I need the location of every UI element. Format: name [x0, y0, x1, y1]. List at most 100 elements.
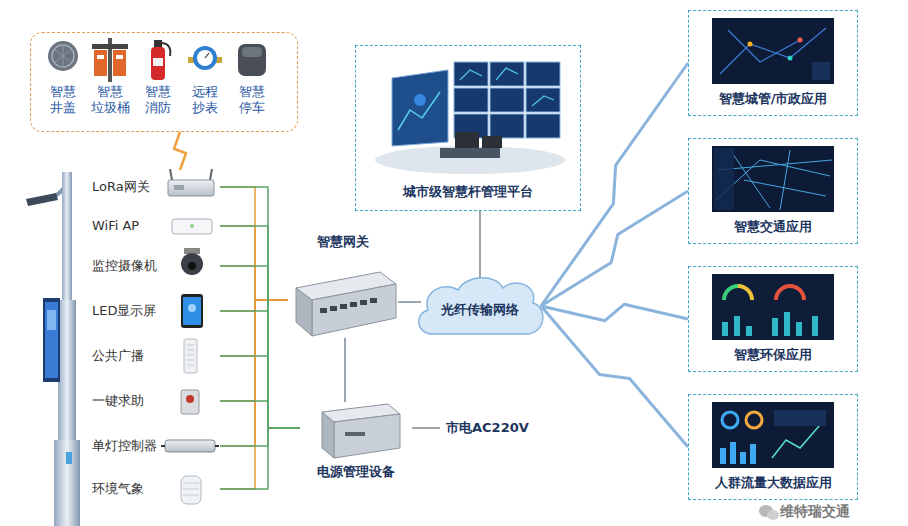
crowd-app-screen — [740, 452, 746, 464]
parking-sensor-icon — [238, 44, 266, 76]
platform-illustration — [375, 146, 565, 174]
node-label: 智慧网关 — [317, 234, 369, 250]
node-label: 智慧交通应用 — [734, 219, 812, 235]
city-app-screen — [812, 62, 830, 80]
power-device: 电源管理设备 — [300, 402, 412, 482]
environment-app-screen — [746, 326, 752, 336]
mains-leader — [412, 427, 440, 428]
app-box: 智慧城管/市政应用 — [688, 10, 858, 116]
node-label: 智慧环保应用 — [734, 347, 812, 363]
platform-illustration — [454, 88, 488, 112]
node-label: 光纤传输网络 — [441, 302, 519, 318]
environment-app-screen — [722, 312, 818, 336]
environment-app-screen — [734, 316, 740, 336]
crowd-app-screen — [722, 412, 738, 428]
gateway-device — [296, 272, 396, 336]
connector — [220, 401, 300, 428]
crowd-app-screen — [712, 402, 834, 468]
iot-item: 智慧 消防 — [136, 84, 180, 122]
device-item: 单灯控制器 — [88, 429, 220, 463]
node-label: 智慧 垃圾桶 — [88, 84, 132, 115]
city-app-screen — [748, 42, 753, 47]
connector — [220, 356, 300, 428]
platform-illustration — [526, 114, 560, 138]
smart-pole — [43, 298, 60, 382]
node-label: LoRa网关 — [92, 179, 150, 195]
crowd-app-screen — [712, 402, 834, 468]
connector — [479, 211, 481, 280]
extinguisher-icon — [153, 58, 163, 66]
trash-bin-icon — [92, 38, 128, 82]
platform-illustration — [455, 132, 479, 148]
device-item: LED显示屏 — [88, 294, 220, 328]
connector — [220, 226, 300, 428]
weather-station-icon — [181, 476, 201, 504]
node-label: 一键求助 — [92, 393, 144, 409]
platform-illustration — [490, 114, 524, 138]
traffic-app-screen — [712, 146, 834, 212]
gateway-device — [330, 306, 337, 311]
iot-item: 智慧 停车 — [230, 84, 274, 122]
fiber-cloud: 光纤传输网络 — [413, 272, 547, 340]
extinguisher-icon — [151, 40, 170, 80]
environment-app-screen — [722, 322, 728, 336]
environment-app-screen — [812, 316, 818, 336]
weather-station-icon — [181, 476, 201, 504]
traffic-app-screen — [714, 148, 734, 210]
node-label: LED显示屏 — [92, 303, 156, 319]
lora-gateway-icon — [174, 185, 184, 190]
node-label: 智慧 消防 — [136, 84, 180, 115]
connector — [220, 300, 288, 401]
city-app-screen — [712, 18, 834, 84]
speaker-icon — [184, 339, 197, 373]
led-screen-icon — [181, 294, 203, 328]
environment-app-screen — [784, 312, 790, 336]
node-label: 环境气象 — [92, 481, 144, 497]
node-label: 单灯控制器 — [92, 438, 157, 454]
node-label: WiFi AP — [92, 218, 139, 234]
trash-bin-icon — [97, 55, 104, 59]
platform-illustration — [454, 62, 488, 86]
gateway-device — [360, 300, 367, 305]
city-app-screen — [788, 56, 793, 61]
node-label: 远程 抄表 — [183, 84, 227, 115]
smart-pole — [26, 172, 80, 526]
parking-sensor-icon — [238, 44, 266, 76]
platform-illustration — [440, 148, 500, 158]
connector — [220, 266, 288, 300]
node-label: 智慧 停车 — [230, 84, 274, 115]
platform-illustration — [490, 88, 524, 112]
connector — [541, 306, 688, 447]
connector — [541, 191, 688, 306]
weather-station-icon — [183, 483, 199, 495]
water-meter-icon — [188, 46, 222, 70]
connector — [220, 300, 288, 446]
iot-item: 远程 抄表 — [183, 84, 227, 122]
app-box: 人群流量大数据应用 — [688, 394, 858, 500]
led-screen-icon — [181, 294, 203, 328]
water-meter-icon — [205, 53, 209, 58]
app-box: 智慧环保应用 — [688, 266, 858, 372]
lora-gateway-icon — [170, 169, 212, 180]
trash-bin-icon — [113, 50, 126, 76]
connector — [220, 187, 288, 300]
light-controller-icon — [161, 440, 219, 452]
platform-illustration — [526, 88, 560, 112]
trash-bin-icon — [116, 55, 123, 59]
led-screen-icon — [188, 304, 196, 312]
node-label: 人群流量大数据应用 — [715, 475, 832, 491]
iot-group: 智慧 井盖智慧 垃圾桶智慧 消防远程 抄表智慧 停车 — [30, 32, 298, 132]
app-box: 智慧交通应用 — [688, 138, 858, 244]
power-device — [322, 412, 334, 458]
platform-illustration — [398, 92, 440, 130]
connector — [220, 266, 300, 428]
gateway-device — [320, 308, 327, 313]
environment-app-screen — [712, 274, 834, 340]
smart-pole — [66, 452, 72, 464]
environment-app-screen — [724, 286, 738, 300]
device-item: 公共广播 — [88, 339, 220, 373]
platform-illustration — [414, 94, 426, 106]
crowd-app-screen — [746, 412, 762, 428]
extinguisher-icon — [154, 40, 162, 48]
led-screen-icon — [183, 297, 201, 325]
